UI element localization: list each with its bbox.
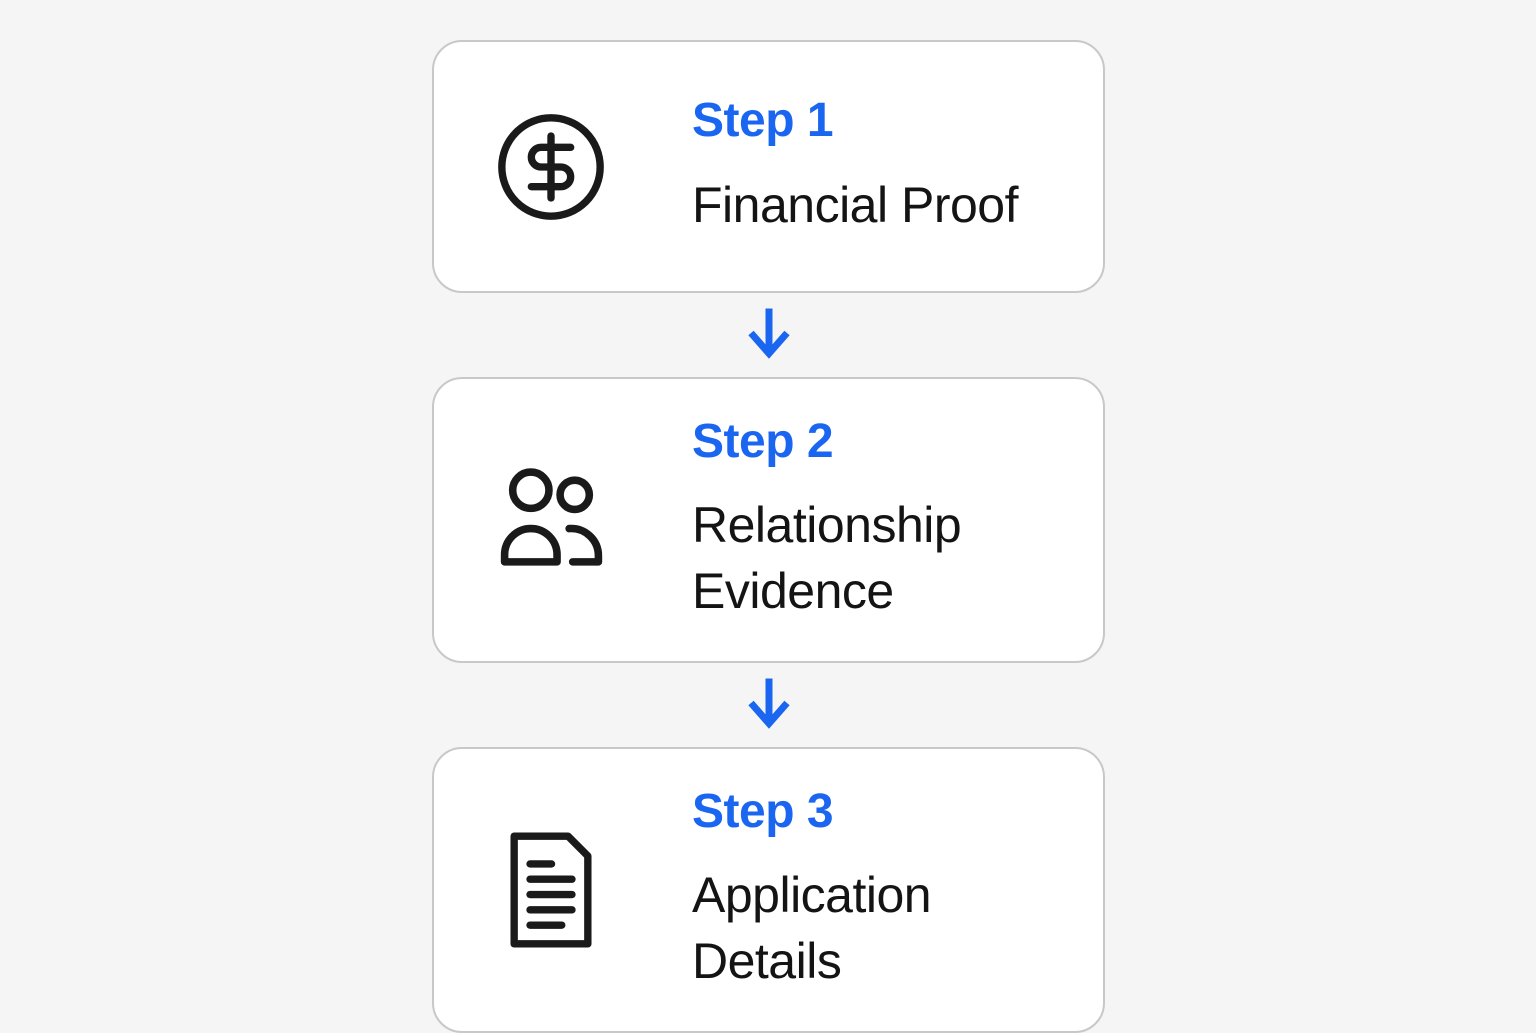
step-title: Relationship Evidence (692, 497, 962, 620)
users-icon (490, 462, 612, 578)
down-arrow-icon (744, 677, 794, 733)
down-arrow-icon (744, 307, 794, 363)
connector-2 (744, 663, 794, 747)
step-text-block: Step 2 Relationship Evidence (692, 414, 1075, 625)
step-title: Application Details (692, 867, 932, 990)
step-label: Step 1 (692, 94, 834, 148)
step-label: Step 3 (692, 784, 834, 838)
step-title: Financial Proof (692, 176, 1019, 233)
document-icon (490, 822, 612, 958)
steps-flow-diagram: Step 1 Financial Proof Step 2 Relationsh… (432, 40, 1105, 1033)
step-card-2: Step 2 Relationship Evidence (432, 377, 1105, 663)
step-card-1: Step 1 Financial Proof (432, 40, 1105, 293)
step-label: Step 2 (692, 414, 834, 468)
connector-1 (744, 293, 794, 377)
circle-dollar-icon (490, 108, 612, 226)
step-text-block: Step 1 Financial Proof (692, 94, 1019, 238)
step-card-3: Step 3 Application Details (432, 747, 1105, 1033)
step-text-block: Step 3 Application Details (692, 784, 1075, 995)
